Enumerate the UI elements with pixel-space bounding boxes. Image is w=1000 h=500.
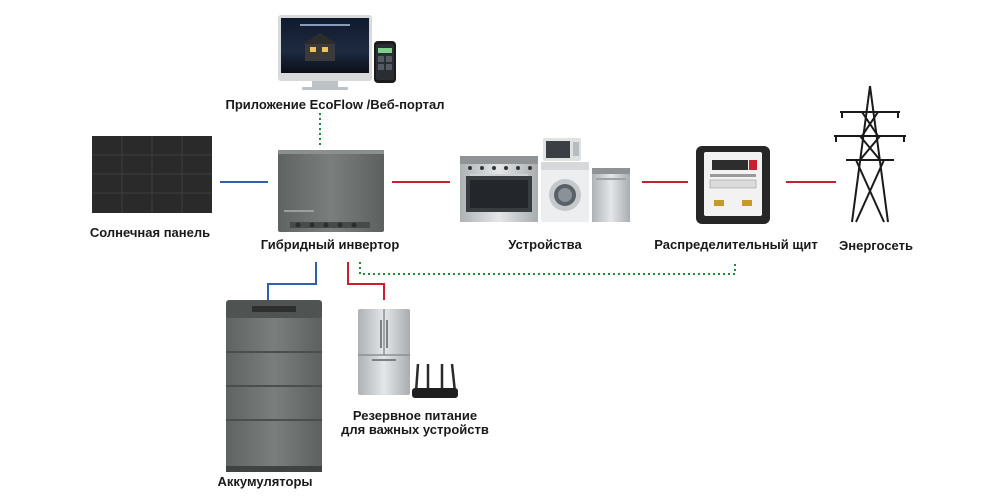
refrigerator-icon (358, 309, 410, 395)
monitor-icon (278, 15, 372, 90)
electric-meter-icon (696, 146, 770, 224)
grid-label: Энергосеть (839, 238, 913, 253)
battery-stack-icon (226, 300, 322, 472)
microwave-icon (543, 138, 581, 161)
stove-icon (460, 156, 538, 222)
inverter-icon (278, 150, 384, 232)
backup-label-line2: для важных устройств (341, 422, 489, 437)
data-line-inverter-board (359, 262, 736, 275)
hybrid-inverter-label: Гибридный инвертор (260, 237, 400, 252)
solar-panel-label: Солнечная панель (89, 225, 211, 240)
solar-panel-icon (92, 136, 212, 213)
appliances-label: Устройства (508, 237, 582, 252)
app-portal-label: Приложение EcoFlow /Веб-портал (225, 97, 445, 112)
dc-line-inverter-battery (267, 262, 317, 300)
connection-lines (220, 113, 836, 300)
dishwasher-icon (592, 168, 630, 222)
distribution-board-label: Распределительный щит (654, 237, 818, 252)
router-icon (412, 363, 458, 398)
smartphone-icon (374, 41, 396, 83)
washing-machine-icon (541, 162, 589, 222)
power-tower-icon (834, 85, 906, 223)
batteries-label: Аккумуляторы (217, 474, 313, 489)
backup-label-line1: Резервное питание (352, 408, 478, 423)
ac-line-inverter-backup (347, 262, 385, 300)
